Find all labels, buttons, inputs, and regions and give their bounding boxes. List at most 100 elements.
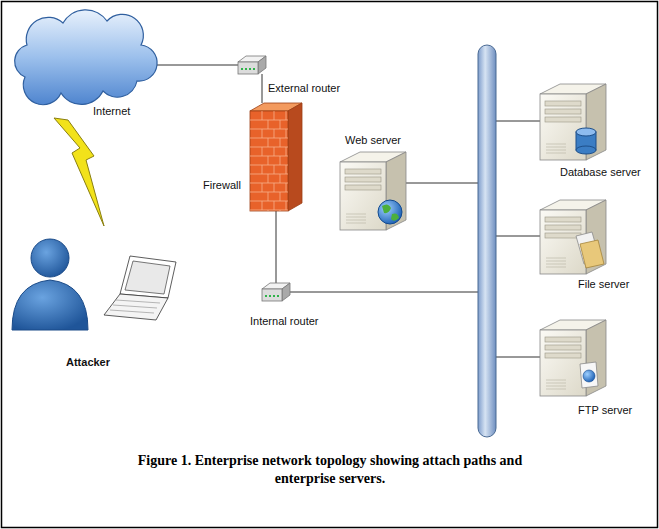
device-label: Firewall [203, 179, 241, 192]
network-link [276, 211, 277, 283]
router-front [238, 62, 258, 74]
vent-line [546, 267, 566, 268]
network-wire [496, 357, 540, 358]
brick-line [262, 129, 263, 138]
brick-line [268, 156, 269, 165]
brick-line [262, 147, 263, 156]
brick-line [250, 174, 288, 175]
device-label: Attacker [66, 356, 110, 369]
brick-line [250, 138, 288, 139]
device-label: External router [268, 82, 340, 95]
router-led [273, 295, 275, 297]
vent-line [546, 153, 566, 154]
vent-line [346, 214, 366, 215]
vent-line [546, 147, 566, 148]
drive-bay [545, 225, 581, 230]
router-led [277, 295, 279, 297]
drive-bay [545, 109, 581, 114]
network-wire [290, 292, 478, 293]
figure-caption: Figure 1. Enterprise network topology sh… [110, 452, 550, 488]
drive-bay [545, 101, 581, 106]
device-label: Internet [93, 105, 130, 118]
vent-line [346, 220, 366, 221]
brick-line [274, 183, 275, 192]
router-led [245, 68, 247, 70]
server-icon [540, 198, 606, 274]
device-node: Attacker [8, 236, 178, 331]
brick-line [262, 183, 263, 192]
drive-bay [545, 353, 581, 358]
brick-line [268, 192, 269, 201]
device-node: Internet [5, 5, 153, 97]
globe-badge [378, 200, 402, 224]
device-label: Web server [345, 134, 401, 147]
drive-bay [545, 337, 581, 342]
vent-line [546, 389, 566, 390]
cloud-icon [5, 5, 153, 97]
brick-line [280, 192, 281, 201]
brick-line [280, 138, 281, 147]
brick-line [286, 111, 287, 120]
brick-line [274, 147, 275, 156]
drive-bay [345, 177, 381, 182]
database-badge [576, 128, 596, 136]
router-icon [262, 283, 290, 301]
brick-line [250, 165, 288, 166]
laptop-keys [116, 300, 160, 303]
vent-line [546, 380, 566, 381]
brick-line [280, 210, 281, 211]
brick-line [280, 174, 281, 183]
vent-line [546, 150, 566, 151]
router-led [249, 68, 251, 70]
internet-cloud [15, 10, 157, 105]
brick-line [274, 129, 275, 138]
brick-line [250, 129, 288, 130]
brick-line [286, 201, 287, 210]
brick-line [262, 165, 263, 174]
firewall-side [288, 103, 302, 211]
brick-line [274, 165, 275, 174]
brick-line [250, 120, 288, 121]
laptop-screen [125, 261, 170, 294]
ftp-badge [580, 362, 598, 388]
brick-line [250, 183, 288, 184]
network-wire [496, 121, 540, 122]
router-led [265, 295, 267, 297]
router-front [262, 289, 282, 301]
device-node: FTP server [540, 318, 606, 396]
server-front [340, 162, 386, 230]
drive-bay [545, 345, 581, 350]
globe-badge [583, 370, 595, 382]
device-node: Firewall [250, 103, 302, 211]
drive-bay [345, 185, 381, 190]
device-node: File server [540, 198, 606, 274]
brick-line [268, 210, 269, 211]
vent-line [546, 386, 566, 387]
vent-line [546, 383, 566, 384]
network-wire [406, 183, 478, 184]
brick-line [286, 147, 287, 156]
brick-line [268, 120, 269, 129]
router-led [253, 68, 255, 70]
device-node: Database server [540, 82, 606, 160]
device-label: FTP server [578, 404, 632, 417]
device-label: Internal router [250, 315, 318, 328]
server-icon [540, 318, 606, 396]
router-icon [238, 56, 266, 74]
laptop-keys [110, 310, 154, 313]
vent-line [546, 261, 566, 262]
brick-line [286, 183, 287, 192]
router-led [241, 68, 243, 70]
brick-line [280, 156, 281, 165]
laptop-keys [113, 305, 157, 308]
brick-line [268, 138, 269, 147]
network-wire [496, 236, 540, 237]
server-icon [340, 150, 406, 230]
brick-line [280, 120, 281, 129]
file-badge [580, 240, 604, 268]
brick-line [286, 129, 287, 138]
lightning-bolt [54, 118, 104, 226]
